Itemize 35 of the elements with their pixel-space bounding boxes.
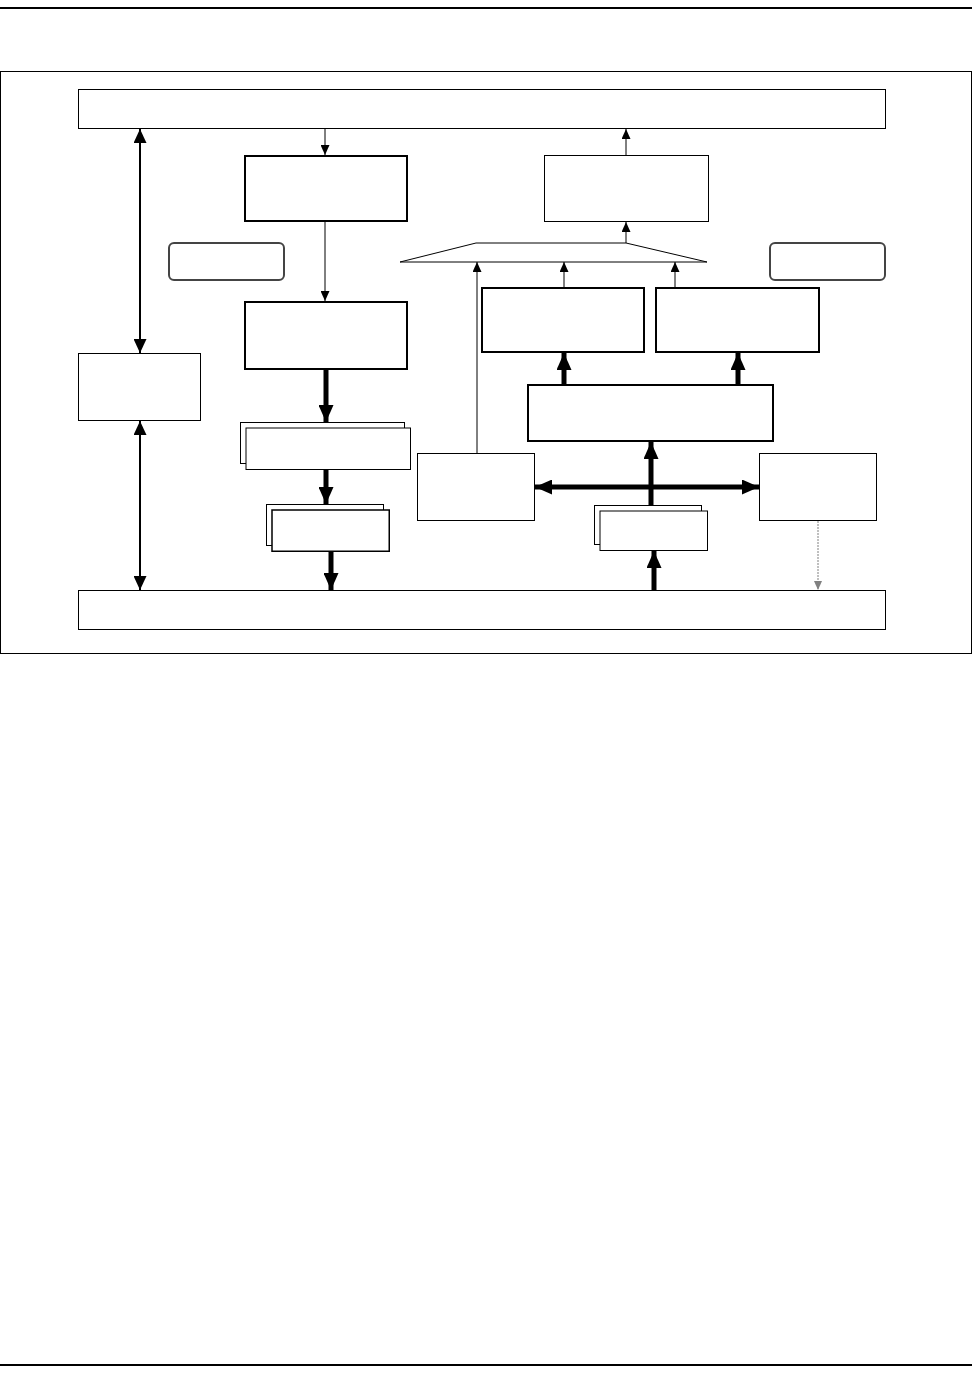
process-box xyxy=(527,384,774,442)
stacked-boxes xyxy=(240,422,411,470)
arrow xyxy=(535,479,759,495)
arrow xyxy=(643,442,659,505)
process-box xyxy=(655,287,820,353)
arrow xyxy=(670,261,680,288)
arrow xyxy=(559,261,569,288)
arrow xyxy=(556,353,572,384)
process-box xyxy=(78,590,886,630)
arrow xyxy=(318,470,334,504)
process-box xyxy=(759,453,877,521)
process-box xyxy=(244,155,408,222)
arrow xyxy=(730,353,746,384)
process-box xyxy=(244,301,408,370)
trapezoid-shape xyxy=(400,243,707,262)
arrow xyxy=(133,420,147,591)
arrow xyxy=(133,128,147,354)
arrow xyxy=(621,128,631,156)
process-box xyxy=(78,353,201,421)
arrow xyxy=(472,261,482,454)
stacked-boxes xyxy=(266,504,390,552)
arrow xyxy=(320,221,330,302)
process-box xyxy=(544,155,709,222)
arrow xyxy=(814,520,822,591)
arrow xyxy=(621,221,631,244)
arrow xyxy=(320,128,330,156)
rounded-box xyxy=(168,242,285,281)
rounded-box xyxy=(769,242,886,281)
process-box xyxy=(78,89,886,129)
process-box xyxy=(417,453,535,521)
arrow xyxy=(318,370,334,422)
process-box xyxy=(481,287,645,353)
arrow xyxy=(646,551,662,590)
arrow xyxy=(323,552,339,590)
stacked-boxes xyxy=(594,505,708,551)
